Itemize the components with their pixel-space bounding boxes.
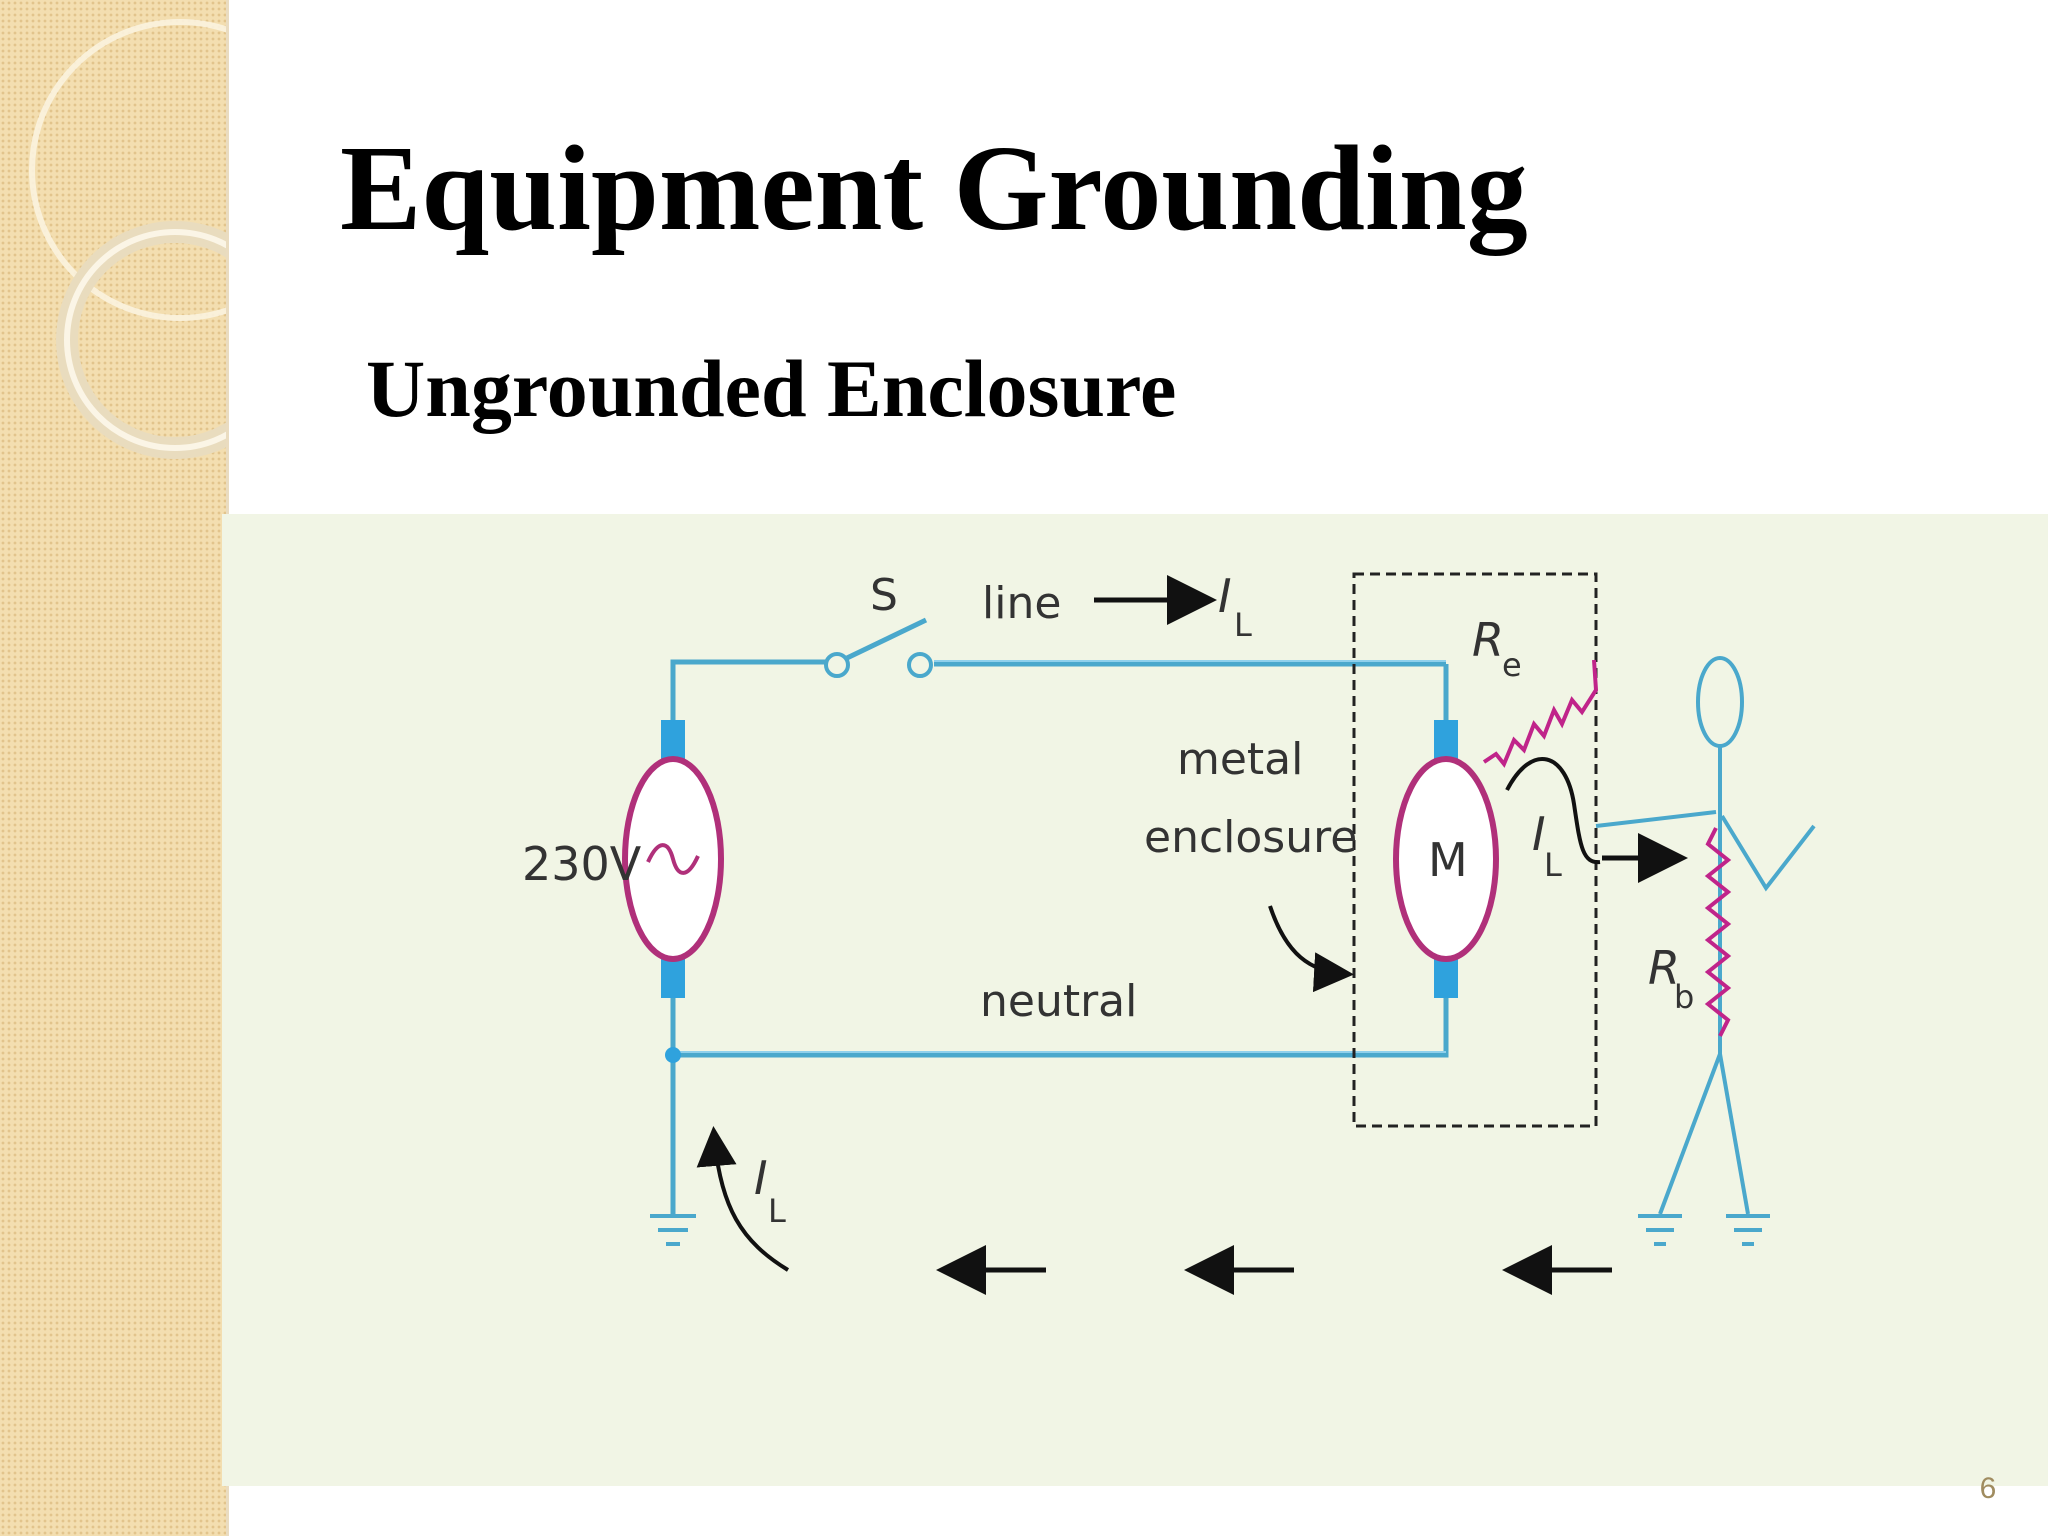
line-label: line [982,578,1061,629]
switch [824,617,933,678]
body-resistor-rb [1704,827,1732,1037]
sidebar-ring-thick [56,221,228,459]
ground-current-arrow [696,1126,790,1272]
sidebar-decoration [0,0,228,1536]
body-current-label: I [1532,807,1546,861]
source-terminal-top [661,720,685,760]
enclosure-resistor-re [1482,659,1599,768]
motor-terminal-top [1434,720,1458,760]
sidebar-rings [29,19,228,459]
motor-label: M [1428,833,1468,887]
person-leg-right [1718,1053,1750,1215]
source-voltage-label: 230V [522,837,642,891]
person-arm-right [1720,814,1816,892]
resistance-re-label: R [1472,613,1504,667]
body-current-subscript: L [1544,846,1562,884]
motor-terminal-bottom [1434,958,1458,998]
motor [1393,756,1499,962]
slide-title: Equipment Grounding [340,121,1528,256]
neutral-junction [665,1047,681,1063]
line-wire-left [670,659,835,724]
ground-current-label: I [754,1151,768,1205]
ground-symbol-left-foot [1638,1214,1682,1246]
person-figure [1595,656,1816,1215]
switch-contact-right [907,652,933,678]
source-terminal-bottom [661,958,685,998]
wires [670,659,1449,1214]
resistance-rb-label: R [1648,941,1680,995]
ground-current-subscript: L [768,1192,786,1230]
line-current-subscript: L [1234,606,1252,644]
circuit-diagram: S line I L 230V metal enclosure M R e I … [522,569,1816,1295]
page-number: 6 [1979,1472,1997,1505]
resistance-re-subscript: e [1502,646,1522,684]
resistance-rb-subscript: b [1674,978,1694,1016]
ground-symbol-source [650,1214,696,1246]
slide-subtitle: Ungrounded Enclosure [366,343,1177,434]
person-leg-left [1658,1053,1722,1215]
switch-blade [845,617,928,661]
circuit-diagram-panel: S line I L 230V metal enclosure M R e I … [222,514,2048,1486]
sidebar-ring-highlight [64,229,228,451]
switch-label: S [870,570,898,621]
leakage-path-curve [1505,757,1601,865]
enclosure-label: enclosure [1144,812,1357,863]
sidebar-ring-outer [29,19,228,321]
ground-symbol-right-foot [1726,1214,1770,1246]
switch-contact-left [824,652,850,678]
ac-wave-icon [646,843,700,875]
enclosure-pointer-arrow [1268,905,1354,993]
line-current-label: I [1218,569,1232,623]
metal-label: metal [1177,734,1303,785]
person-head [1696,656,1744,748]
metal-enclosure-box [1352,572,1598,1128]
person-arm-left [1595,810,1717,828]
neutral-wire [670,992,1449,1058]
neutral-label: neutral [980,976,1137,1027]
